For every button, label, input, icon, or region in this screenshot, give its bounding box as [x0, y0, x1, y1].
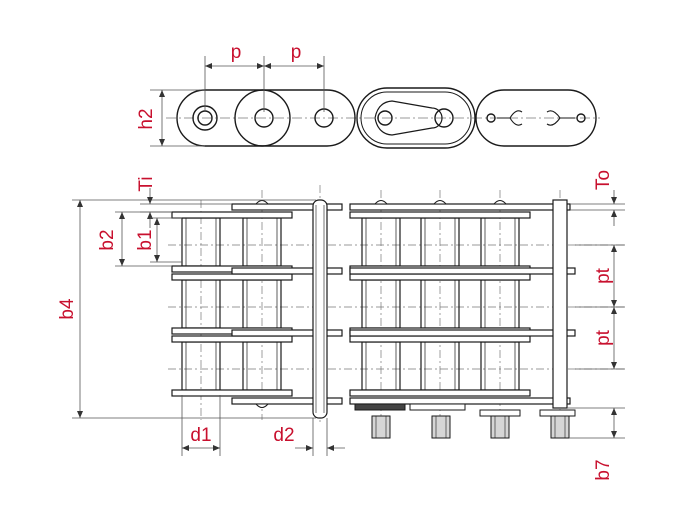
label-b1: b1	[135, 229, 156, 250]
label-b2: b2	[97, 229, 118, 250]
label-d1: d1	[190, 425, 211, 446]
dimension-lines-side	[72, 188, 625, 456]
label-p-left: p	[231, 42, 242, 63]
label-b4: b4	[57, 298, 78, 320]
dimension-lines-top	[150, 56, 325, 147]
dimension-labels: p p h2 Ti To b2 b1 b4 pt pt d1 d2 b7	[57, 42, 614, 481]
label-ti: Ti	[136, 176, 157, 191]
triplex-chain-side-view	[168, 185, 625, 439]
label-to: To	[593, 170, 614, 190]
label-pt-upper: pt	[593, 267, 614, 284]
label-d2: d2	[273, 425, 294, 446]
label-b7: b7	[593, 459, 614, 480]
label-h2: h2	[136, 108, 157, 129]
label-pt-lower: pt	[593, 329, 614, 346]
link-plates-top-view	[166, 87, 600, 149]
label-p-right: p	[291, 42, 302, 63]
